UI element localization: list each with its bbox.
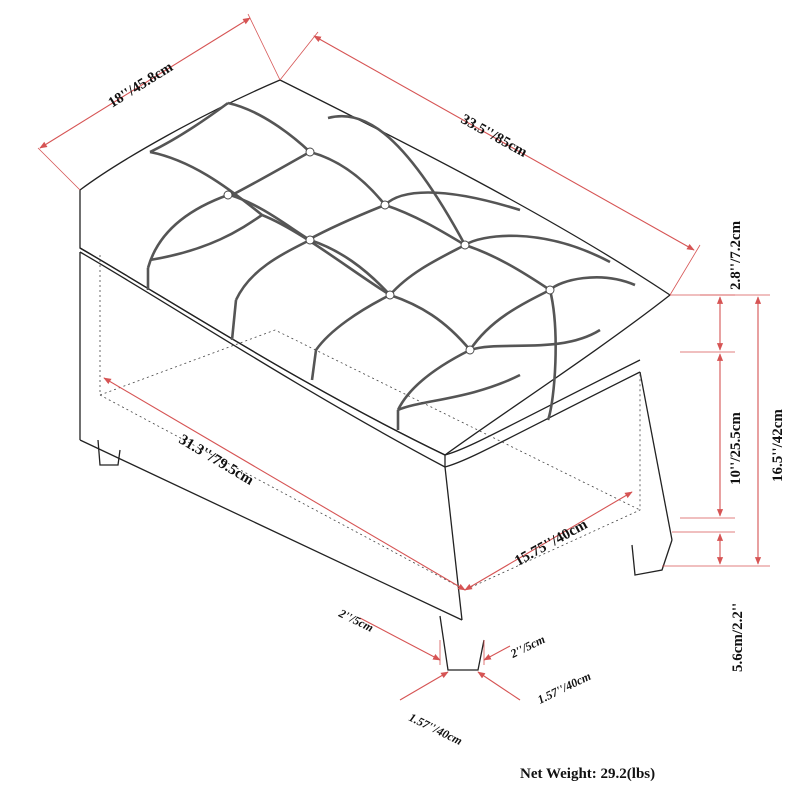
storage-height-label: 10''/25.5cm xyxy=(728,412,744,485)
dimension-lines xyxy=(37,13,770,701)
cushion-top xyxy=(79,79,672,456)
net-weight-label: Net Weight: 29.2(lbs) xyxy=(520,766,655,782)
length-label: 33.5''/85cm xyxy=(458,112,530,162)
leg-back-right xyxy=(631,539,673,576)
ottoman-drawing xyxy=(79,79,673,671)
storage-box xyxy=(79,252,673,621)
leg-width-right-label: 2''/5cm xyxy=(507,632,547,661)
cushion-height-label: 2.8''/7.2cm xyxy=(728,220,744,290)
leg-depth-right-label: 1.57''/40cm xyxy=(535,669,593,707)
depth-label: 18''/45.8cm xyxy=(106,59,177,111)
tuft-button xyxy=(305,147,315,157)
hidden-lines xyxy=(99,255,641,591)
leg-front-center xyxy=(439,615,485,671)
tufting-seam xyxy=(149,150,263,217)
total-height-label: 16.5''/42cm xyxy=(770,409,786,482)
leg-depth-bottom-label: 1.57''/40cm xyxy=(407,710,465,748)
inner-depth-label: 15.75''/40cm xyxy=(512,516,591,569)
leg-width-left-label: 2''/5cm xyxy=(336,606,376,635)
leg-front-left xyxy=(97,439,121,466)
leg-height-label: 5.6cm/2.2'' xyxy=(730,603,746,672)
